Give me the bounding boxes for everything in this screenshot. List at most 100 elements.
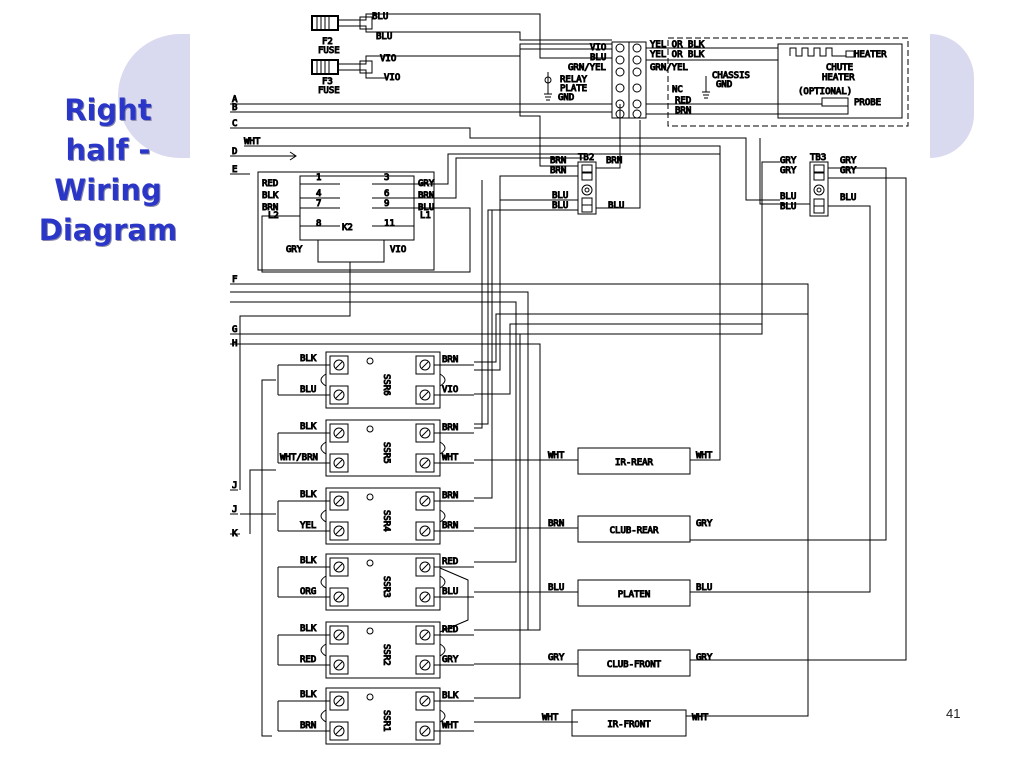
wire-label: VIO — [384, 73, 400, 83]
bus-letter: J — [232, 481, 237, 491]
load-wire-label: WHT — [692, 713, 709, 723]
probe-label: PROBE — [854, 98, 881, 108]
k2-coil: L1 — [420, 211, 431, 221]
load-name: IR-FRONT — [607, 720, 651, 730]
relay-gnd-line: PLATE — [560, 84, 587, 94]
k2-pin: 11 — [384, 219, 395, 229]
tb3-wire: GRY — [840, 166, 857, 176]
k2-wire: BRN — [418, 191, 434, 201]
ssr-wire-label: ORG — [300, 587, 316, 597]
ssr-wire-label: WHT — [442, 721, 459, 731]
k2-bottom: GRY — [286, 245, 303, 255]
tb3-wire: GRY — [780, 166, 797, 176]
tb3-wire: BLU — [840, 193, 856, 203]
load-wire-label: WHT — [696, 451, 713, 461]
ssr-wire-label: YEL — [300, 521, 316, 531]
tb2-wire: BRN — [606, 156, 622, 166]
tb3-wire: GRY — [840, 156, 857, 166]
slide-title: Right half - Wiring Diagram — [28, 90, 188, 250]
ssr-wire-label: BRN — [442, 423, 458, 433]
load-wire-label: GRY — [696, 653, 713, 663]
bus-letter: F — [232, 275, 237, 285]
fuse-f3-id: F3 — [322, 77, 333, 87]
ssr-wire-label: BLK — [300, 422, 317, 432]
ssr-wire-label: BRN — [300, 721, 316, 731]
load-name: IR-REAR — [615, 458, 654, 468]
bus-letter: A — [232, 95, 238, 105]
terminal-block-tb3: TB3 GRY GRY BLU BLU GRY GRY BLU — [780, 153, 857, 217]
title-line: Diagram — [38, 213, 178, 247]
relay-k2: 1 4 7 8 3 6 9 11 K2 RED BLK BRN GRY BRN … — [257, 171, 435, 271]
bus-letter: H — [232, 339, 237, 349]
tb2-wire: BLU — [608, 201, 624, 211]
k2-bottom: VIO — [390, 245, 406, 255]
ssr-wire-label: RED — [300, 655, 316, 665]
wire-label: BLU — [372, 12, 388, 22]
title-line: Right — [64, 93, 152, 127]
title-line: Wiring — [54, 173, 162, 207]
tb-top-right-label: NC — [672, 85, 683, 95]
bus-letter: J — [232, 505, 237, 515]
load-wire-label: GRY — [548, 653, 565, 663]
ssr-wire-label: BLU — [442, 587, 458, 597]
bus-letter: B — [232, 103, 237, 113]
bus-letter: K — [232, 529, 238, 539]
chassis-gnd-label: GND — [716, 80, 732, 90]
fuse-f2: F2 FUSE BLU BLU — [311, 12, 393, 57]
tb-top-right-label: GRN/YEL — [650, 63, 688, 73]
ssr-wire-label: RED — [442, 625, 458, 635]
fuse-f2-label: FUSE — [318, 46, 340, 56]
tb2-wire: BRN — [550, 156, 566, 166]
relay-gnd-line: GND — [558, 93, 574, 103]
k2-pin: 7 — [316, 199, 321, 209]
load-wire-label: GRY — [696, 519, 713, 529]
tb3-wire: GRY — [780, 156, 797, 166]
ssr-wire-label: BLK — [300, 624, 317, 634]
load-name: CLUB-FRONT — [607, 660, 662, 670]
ssr-wire-label: BLU — [300, 385, 316, 395]
ssr-wire-label: GRY — [442, 655, 459, 665]
tb2-wire: BRN — [550, 166, 566, 176]
ssr-name: SSR6 — [381, 374, 391, 396]
ssr-wire-label: BRN — [442, 491, 458, 501]
chute-heater-title: CHUTE — [826, 63, 853, 73]
wire-label: VIO — [380, 54, 396, 64]
ssr-wire-label: BLK — [300, 690, 317, 700]
title-line: half - — [65, 133, 151, 167]
load-wire-label: BLU — [696, 583, 712, 593]
tb-top-left-label: BLU — [590, 53, 606, 63]
ssr-stack: SSR6BLKBLUBRNVIOSSR5BLKWHT/BRNBRNWHTSSR4… — [277, 351, 474, 745]
load-name: CLUB-REAR — [610, 526, 659, 536]
ssr-wire-label: VIO — [442, 385, 458, 395]
load-name: PLATEN — [618, 590, 651, 600]
tb-top-left-label: VIO — [590, 43, 606, 53]
ssr-name: SSR3 — [381, 576, 391, 598]
bus-letter: D — [232, 147, 237, 157]
fuse-f3: F3 FUSE VIO VIO — [311, 54, 401, 97]
ssr-module: SSR2 BLK RED RED GRY — [277, 621, 474, 679]
terminal-block-tb2: TB2 BRN BRN BLU BLU BRN BLU — [550, 153, 625, 215]
ssr-wire-label: BRN — [442, 521, 458, 531]
tb-top-right-label: YEL OR BLK — [650, 50, 705, 60]
chute-heater-box: HEATER CHUTE HEATER (OPTIONAL) PROBE CHA… — [667, 37, 909, 127]
load-wire-label: BLU — [548, 583, 564, 593]
ssr-wire-label: RED — [442, 557, 458, 567]
wire-label: BLU — [376, 32, 392, 42]
ssr-wire-label: BLK — [442, 691, 459, 701]
tb2-wire: BLU — [552, 201, 568, 211]
tb-top-left-label: GRN/YEL — [568, 63, 606, 73]
tb-top-right-label: YEL OR BLK — [650, 40, 705, 50]
terminal-block-top: VIO BLU GRN/YEL YEL OR BLK YEL OR BLK GR… — [568, 40, 705, 119]
ssr-name: SSR2 — [381, 644, 391, 666]
chute-heater-title: HEATER — [822, 73, 855, 83]
ssr-wire-label: BRN — [442, 355, 458, 365]
k2-pin: 8 — [316, 219, 321, 229]
